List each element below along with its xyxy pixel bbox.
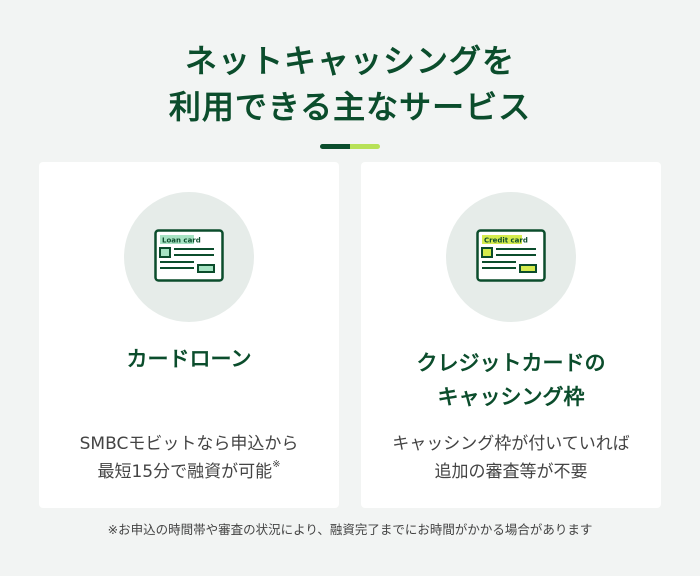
footnote-mark: ※ <box>272 459 281 470</box>
credit-card-title: クレジットカードの キャッシング枠 <box>416 351 606 409</box>
footnote: ※お申込の時間帯や審査の状況により、融資完了までにお時間がかかる場合があります <box>107 522 593 537</box>
loan-card-label: Loan card <box>162 237 201 245</box>
title-divider <box>320 144 380 149</box>
loan-card-description: SMBCモビットなら申込から 最短15分で融資が可能※ <box>79 434 299 482</box>
page-title: ネットキャッシングを 利用できる主なサービス <box>0 38 700 130</box>
credit-icon-circle: Credit card <box>446 192 576 322</box>
service-card-credit: Credit card クレジットカードの キャッシング枠 キャッシング枠が付い… <box>361 162 661 508</box>
loan-card-title: カードローン <box>126 347 252 371</box>
page-title-line1: ネットキャッシングを <box>184 42 515 80</box>
loan-card-icon: Loan card <box>154 229 224 282</box>
loan-icon-circle: Loan card <box>124 192 254 322</box>
service-card-loan: Loan card カードローン SMBCモビットなら申込から 最短15分で融資… <box>39 162 339 508</box>
credit-card-icon: Credit card <box>476 229 546 282</box>
credit-card-description: キャッシング枠が付いていれば 追加の審査等が不要 <box>392 434 630 482</box>
credit-card-label: Credit card <box>484 237 528 245</box>
page-title-line2: 利用できる主なサービス <box>168 88 532 126</box>
